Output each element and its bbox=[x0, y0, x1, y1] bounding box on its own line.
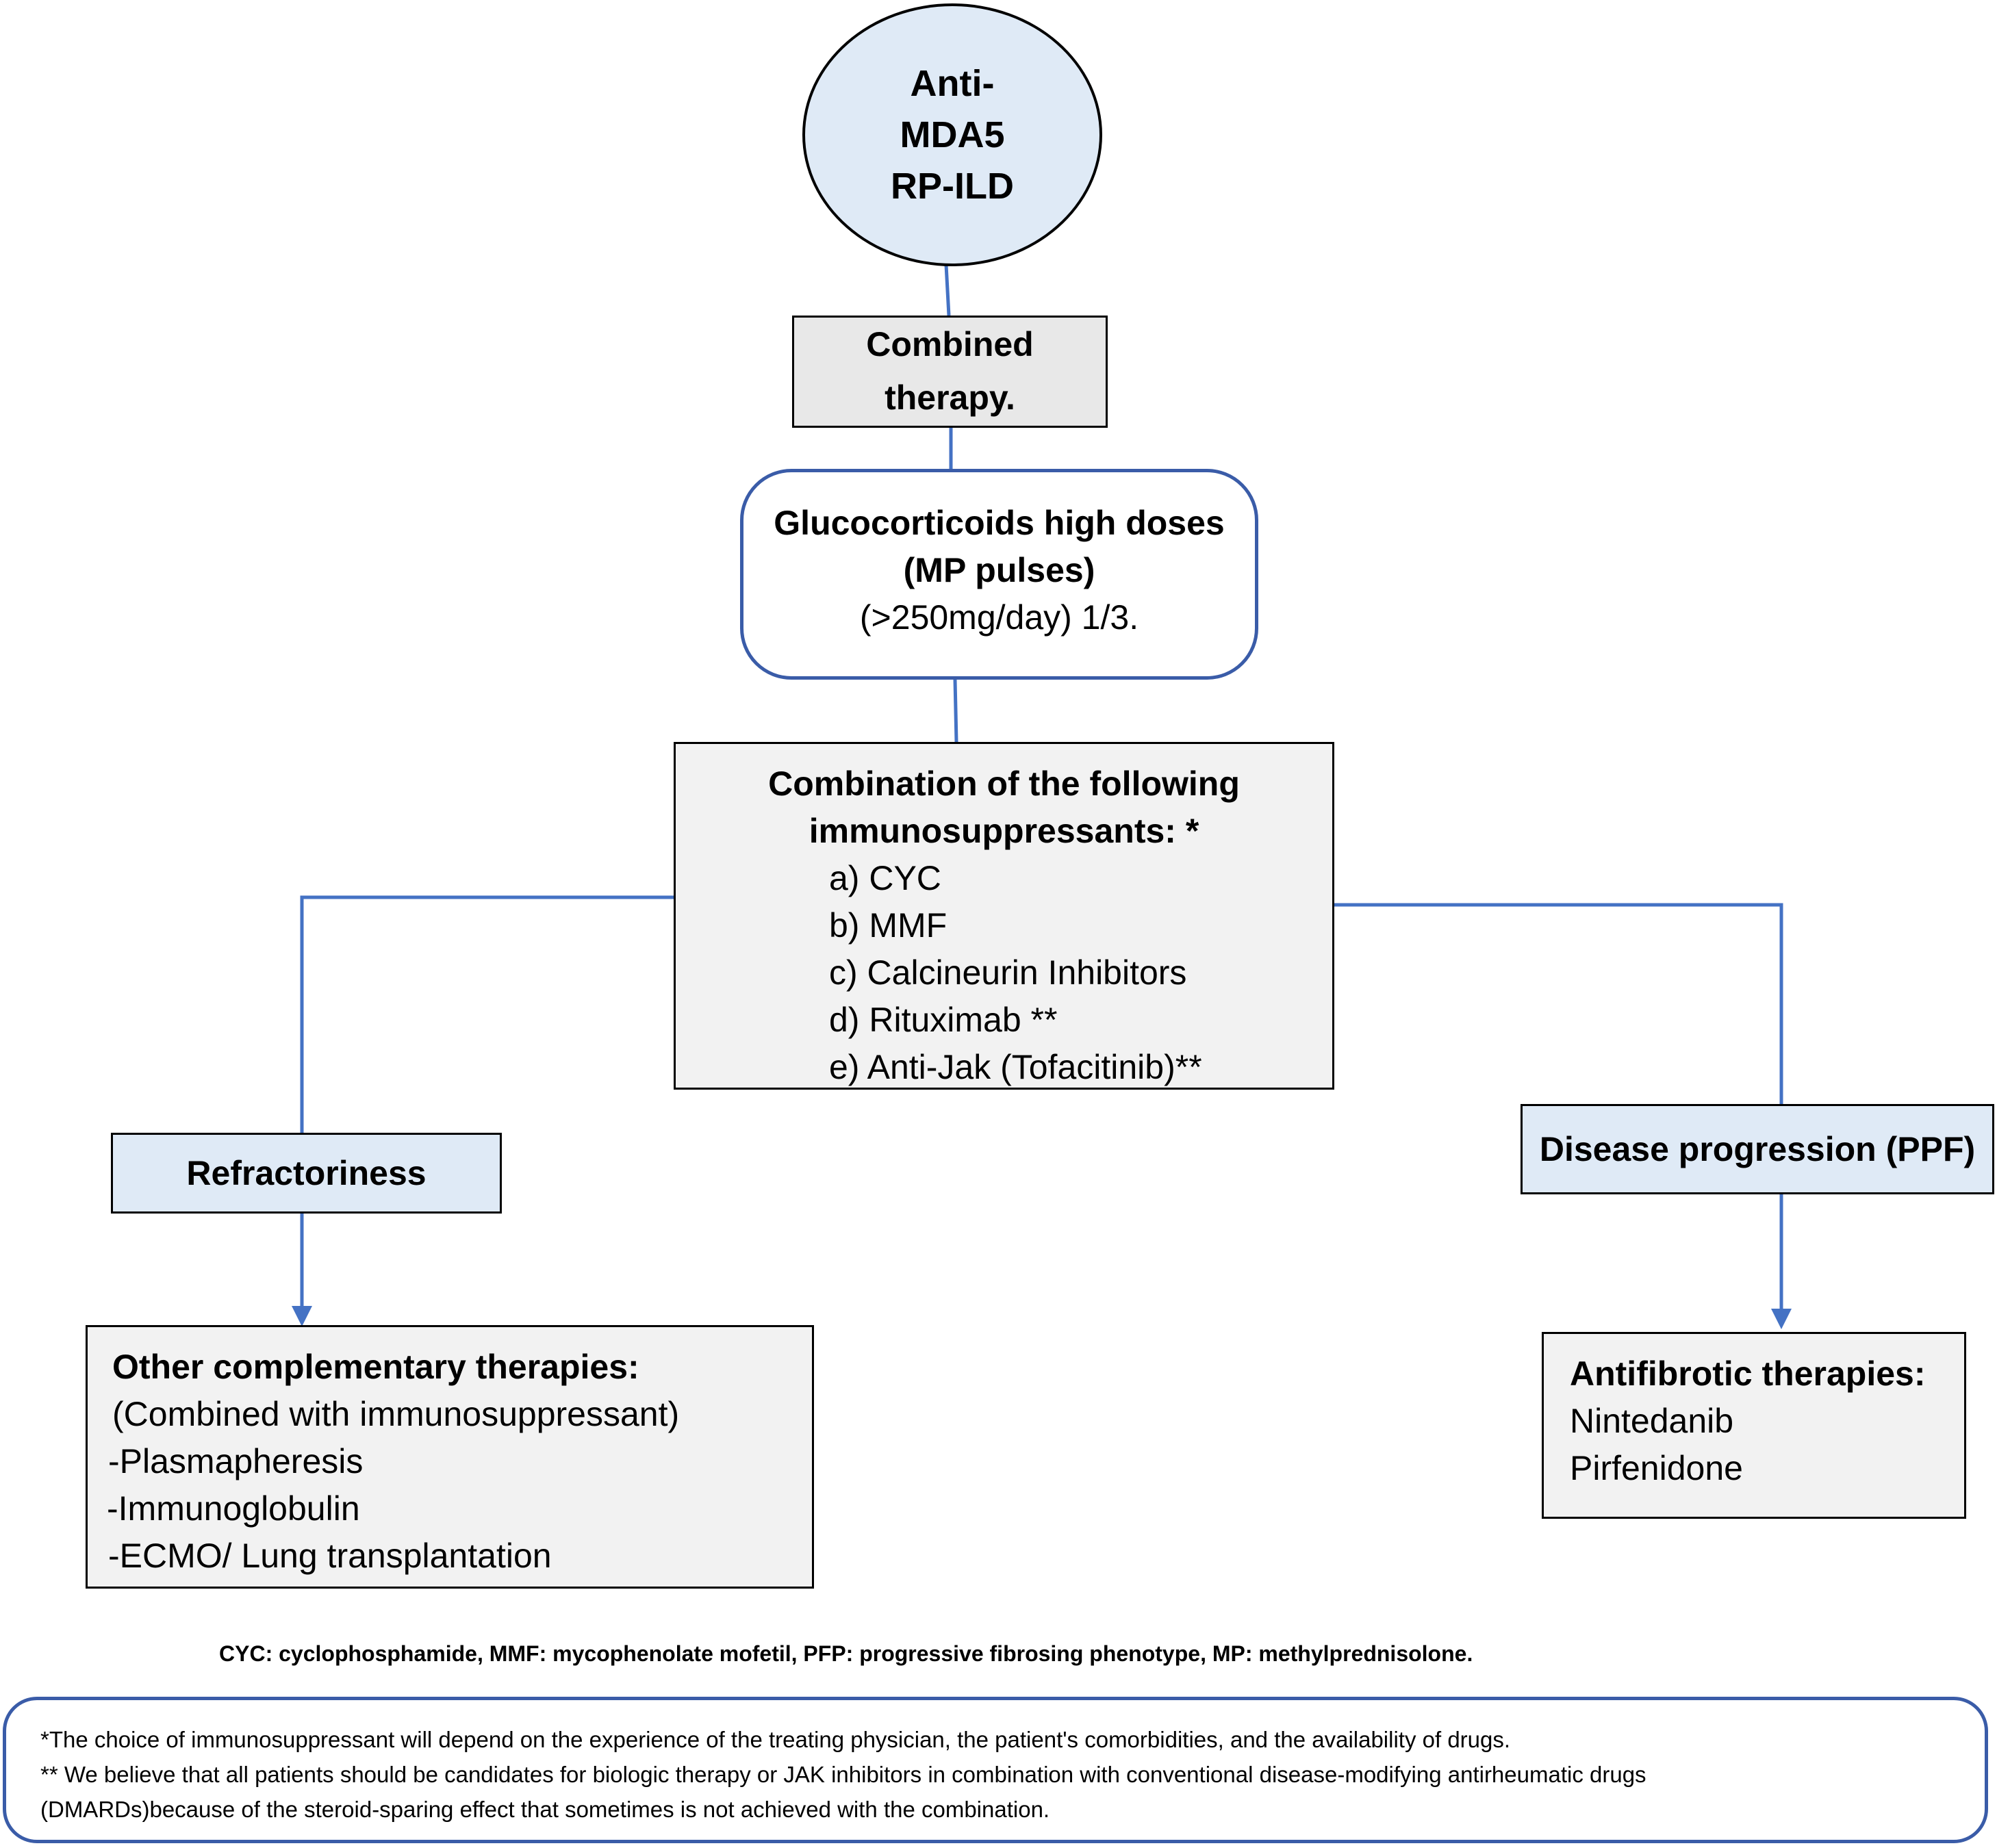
antifibrotic-title: Antifibrotic therapies: bbox=[1570, 1355, 1926, 1393]
antifibrotic-node: Antifibrotic therapies: Nintedanib Pirfe… bbox=[1542, 1332, 1966, 1519]
root-line: Anti- bbox=[910, 62, 995, 104]
footnote: ** We believe that all patients should b… bbox=[40, 1762, 1646, 1787]
gluco-line2: (MP pulses) bbox=[903, 551, 1095, 589]
connector-combination-progression bbox=[1334, 903, 1783, 1104]
arrowhead-icon bbox=[1771, 1309, 1792, 1329]
list-item: -Immunoglobulin bbox=[107, 1489, 360, 1528]
list-item: c) Calcineurin Inhibitors bbox=[829, 953, 1187, 992]
combined-therapy-node: Combined therapy. bbox=[792, 316, 1108, 428]
list-item: Pirfenidone bbox=[1570, 1449, 1743, 1487]
combo-title: Combination of the following bbox=[768, 765, 1240, 803]
list-item: -ECMO/ Lung transplantation bbox=[108, 1537, 552, 1575]
list-item: Nintedanib bbox=[1570, 1402, 1734, 1440]
root-line: RP-ILD bbox=[891, 165, 1014, 207]
gluco-line1: Glucocorticoids high doses bbox=[774, 504, 1225, 542]
list-item: -Plasmapheresis bbox=[108, 1442, 364, 1480]
connector-root-combined bbox=[944, 264, 951, 316]
footnote: (DMARDs)because of the steroid-sparing e… bbox=[40, 1797, 1050, 1822]
refractoriness-node: Refractoriness bbox=[111, 1133, 502, 1214]
arrowhead-icon bbox=[292, 1306, 312, 1326]
node-text: therapy. bbox=[885, 378, 1015, 417]
list-item: d) Rituximab ** bbox=[829, 1001, 1058, 1039]
glucocorticoids-node: Glucocorticoids high doses (MP pulses) (… bbox=[740, 469, 1258, 680]
list-item: a) CYC bbox=[829, 859, 941, 897]
footnotes-box: *The choice of immunosuppressant will de… bbox=[3, 1697, 1988, 1843]
node-label: Refractoriness bbox=[186, 1154, 427, 1192]
other-therapies-node: Other complementary therapies: (Combined… bbox=[86, 1325, 814, 1589]
list-item: e) Anti-Jak (Tofacitinib)** bbox=[829, 1048, 1202, 1086]
node-label: Disease progression (PPF) bbox=[1539, 1130, 1976, 1168]
connector-combination-refractoriness bbox=[300, 895, 674, 1133]
gluco-line3: (>250mg/day) 1/3. bbox=[859, 598, 1139, 637]
other-title: Other complementary therapies: bbox=[112, 1348, 639, 1386]
list-item: (Combined with immunosuppressant) bbox=[112, 1395, 680, 1433]
immunosuppressants-node: Combination of the following immunosuppr… bbox=[674, 742, 1334, 1090]
root-node-anti-mda5: Anti- MDA5 RP-ILD bbox=[802, 3, 1102, 266]
disease-progression-node: Disease progression (PPF) bbox=[1521, 1104, 1994, 1194]
combo-title: immunosuppressants: * bbox=[809, 812, 1199, 850]
root-line: MDA5 bbox=[900, 114, 1005, 155]
abbreviations-legend: CYC: cyclophosphamide, MMF: mycophenolat… bbox=[219, 1641, 1473, 1666]
connector-gluco-combination bbox=[953, 679, 958, 743]
footnote: *The choice of immunosuppressant will de… bbox=[40, 1727, 1511, 1752]
node-text: Combined bbox=[866, 325, 1034, 363]
list-item: b) MMF bbox=[829, 906, 947, 945]
